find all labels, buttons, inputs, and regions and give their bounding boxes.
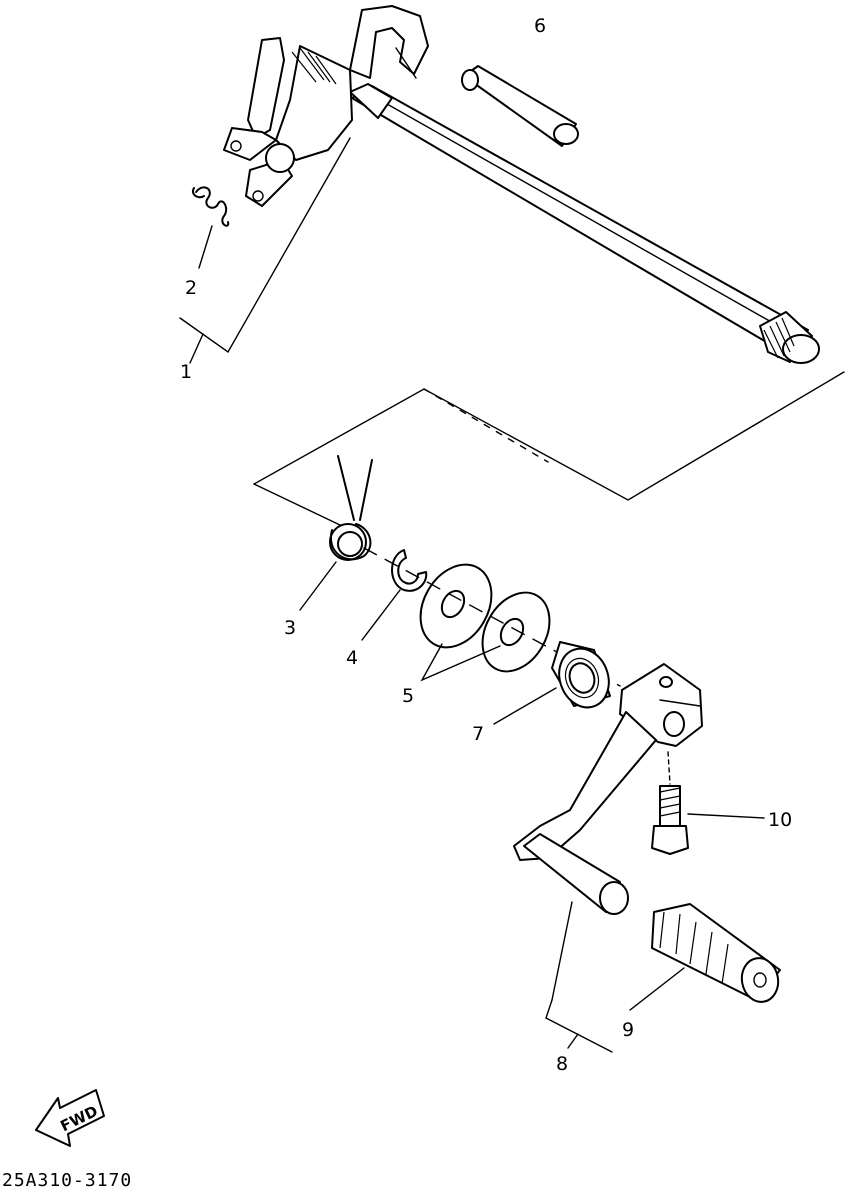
callout-6: 6 [534, 15, 546, 37]
spring-part-2 [192, 186, 230, 269]
circlip-part-4 [361, 549, 428, 641]
bearing-part-7 [493, 641, 611, 725]
bolt-part-10 [651, 751, 765, 855]
callout-5: 5 [402, 685, 414, 707]
callout-3: 3 [284, 617, 296, 639]
callout-1: 1 [180, 361, 192, 383]
callout-8: 8 [556, 1053, 568, 1075]
callout-1-leader [179, 137, 351, 364]
drawing-code: 25A310-3170 [2, 1170, 132, 1189]
torsion-spring-part-3 [299, 455, 373, 611]
callout-8-9-bracket [545, 999, 613, 1053]
collar-part-6 [461, 65, 579, 147]
pedal-rubber-part-9 [629, 903, 781, 1011]
callout-9: 9 [622, 1019, 634, 1041]
callout-2: 2 [185, 277, 197, 299]
shift-shaft-part-1 [223, 5, 820, 364]
detail-frame [253, 371, 845, 526]
fwd-arrow-icon: FWD [35, 1089, 105, 1147]
washer-part-5b [481, 591, 551, 673]
washer-part-5a [419, 563, 493, 649]
callout-5-leader [420, 643, 501, 682]
callout-4: 4 [346, 647, 358, 669]
callout-7: 7 [472, 723, 484, 745]
shift-pedal-part-8 [513, 663, 703, 1001]
callout-10: 10 [768, 809, 792, 831]
